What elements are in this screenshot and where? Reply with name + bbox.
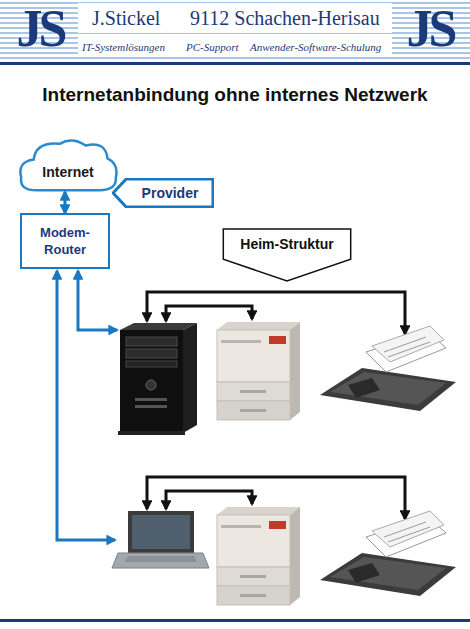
tag-outline xyxy=(113,179,213,207)
service-label: Anwender-Software-Schulung xyxy=(250,40,392,54)
header-stripes xyxy=(0,2,470,59)
service-label: PC-Support xyxy=(186,40,250,54)
connector-arrow xyxy=(64,192,67,213)
logo-mark: JS xyxy=(2,0,78,58)
service-label: IT-Systemlösungen xyxy=(82,40,186,54)
network-arrow xyxy=(57,271,115,540)
company-address: 9112 Schachen-Herisau xyxy=(190,6,390,30)
pc-tower xyxy=(118,323,197,435)
footer-rule xyxy=(0,619,470,622)
node-text: Internet xyxy=(42,164,93,180)
printer xyxy=(217,322,300,420)
company-name: J.Stickel xyxy=(92,6,184,30)
device-arrow xyxy=(166,306,252,321)
provider-tag: Provider xyxy=(112,178,214,208)
node-text: Provider xyxy=(142,185,199,201)
router-box: Modem- Router xyxy=(20,213,110,269)
scanner xyxy=(320,511,456,596)
node-text: Modem- Router xyxy=(36,224,94,258)
network-arrow xyxy=(78,271,117,330)
cloud-node: Internet xyxy=(16,136,120,192)
header-rule xyxy=(0,62,470,65)
header-band xyxy=(78,3,392,33)
scanner xyxy=(320,326,456,411)
cloud-outline xyxy=(20,141,116,191)
group-banner: Heim-Struktur xyxy=(222,228,352,282)
header-band xyxy=(78,37,392,57)
device-arrow xyxy=(166,491,252,509)
diagram-title: Internetanbindung ohne internes Netzwerk xyxy=(0,84,470,106)
printer xyxy=(217,507,300,605)
node-text: Heim-Struktur xyxy=(240,236,333,252)
laptop xyxy=(112,511,209,568)
logo-mark: JS xyxy=(392,0,468,58)
banner-outline xyxy=(223,229,350,281)
